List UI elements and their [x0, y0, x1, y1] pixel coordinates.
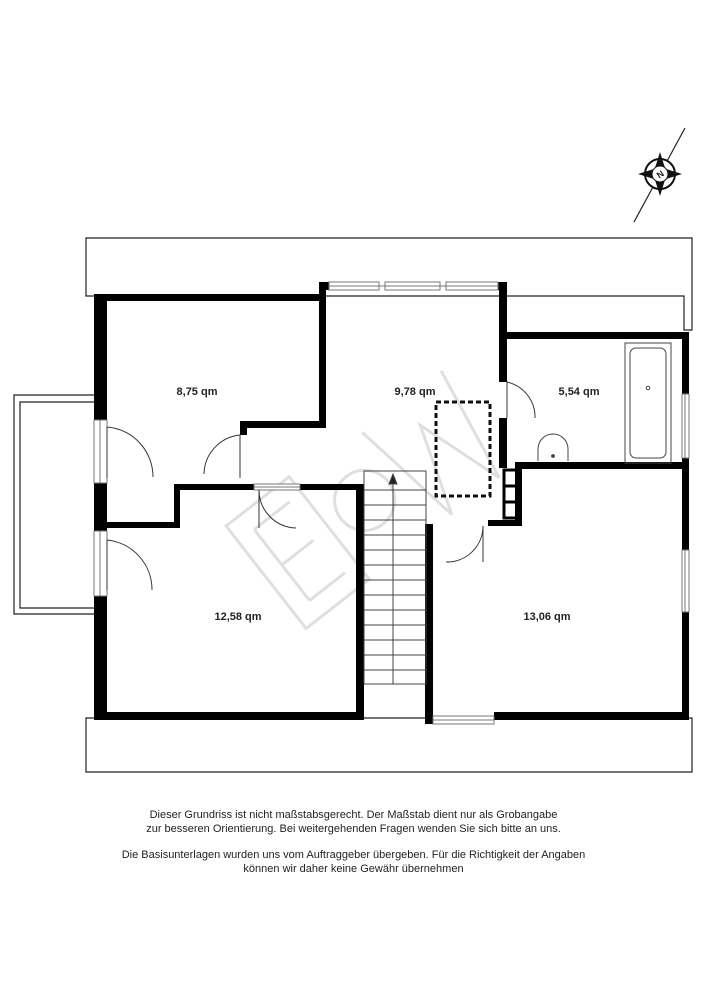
- windows: [93, 281, 690, 725]
- disclaimer-line: zur besseren Orientierung. Bei weitergeh…: [146, 823, 561, 835]
- roof-eave-top: [85, 237, 693, 331]
- room-area-label: 8,75 qm: [177, 386, 218, 398]
- compass-north-icon: N: [633, 127, 686, 223]
- disclaimer-block-1: Dieser Grundriss ist nicht maßstabsgerec…: [0, 808, 707, 836]
- room-area-label: 9,78 qm: [395, 386, 436, 398]
- balcony: [13, 394, 100, 615]
- room-area-label: 12,58 qm: [214, 611, 261, 623]
- disclaimer-block-2: Die Basisunterlagen wurden uns vom Auftr…: [0, 848, 707, 876]
- attic-hatch: [434, 400, 492, 498]
- watermark-logo: [223, 370, 501, 631]
- room-area-label: 5,54 qm: [559, 386, 600, 398]
- doors: [106, 381, 536, 591]
- compass-letter: N: [655, 168, 666, 180]
- walls: [94, 282, 689, 724]
- shaft: [502, 468, 520, 520]
- staircase: [363, 470, 427, 685]
- disclaimer-line: Die Basisunterlagen wurden uns vom Auftr…: [121, 849, 586, 861]
- washbasin: [537, 433, 569, 461]
- disclaimer-line: Dieser Grundriss ist nicht maßstabsgerec…: [149, 809, 558, 821]
- roof-eave-bottom: [85, 717, 693, 773]
- room-area-label: 13,06 qm: [523, 611, 570, 623]
- disclaimer-line: können wir daher keine Gewähr übernehmen: [243, 863, 464, 875]
- bathtub: [624, 342, 672, 464]
